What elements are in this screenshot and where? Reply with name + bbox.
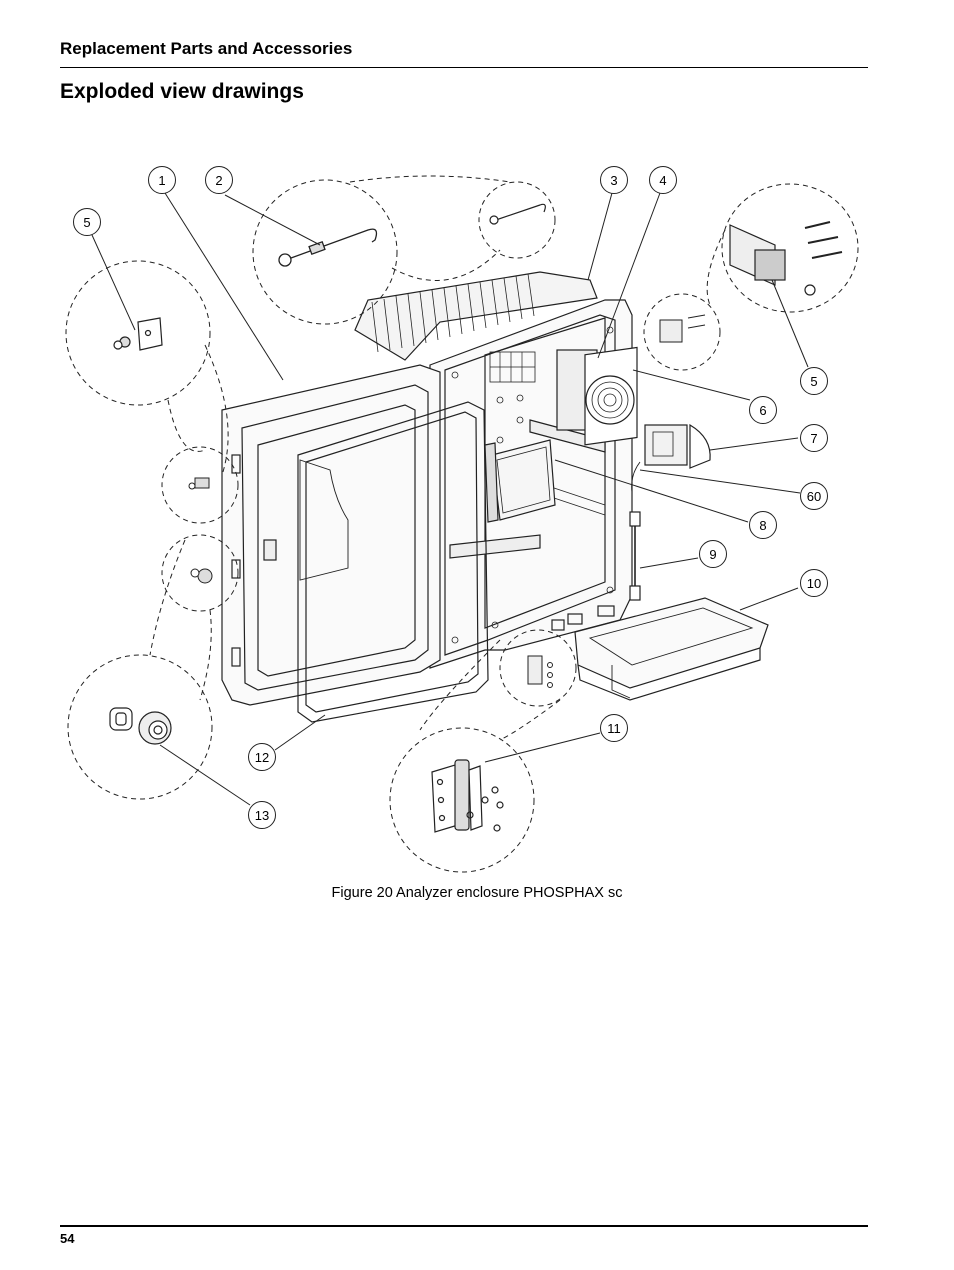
callout-3: 3 — [600, 166, 628, 194]
callout-13-label: 13 — [255, 808, 269, 823]
callout-11: 11 — [600, 714, 628, 742]
callout-1-label: 1 — [158, 173, 165, 188]
callout-2: 2 — [205, 166, 233, 194]
section-title: Exploded view drawings — [60, 80, 304, 103]
callout-60-label: 60 — [807, 489, 821, 504]
latch-clip — [489, 203, 546, 225]
callout-7-label: 7 — [810, 431, 817, 446]
callout-11-label: 11 — [607, 721, 621, 736]
header-rule — [60, 67, 868, 68]
door-screw — [188, 477, 210, 490]
callout-8-label: 8 — [759, 518, 766, 533]
running-header: Replacement Parts and Accessories — [60, 39, 353, 58]
callout-4: 4 — [649, 166, 677, 194]
exploded-view-drawing: 1 2 3 4 5 5 6 7 60 8 9 10 11 12 13 — [65, 166, 859, 873]
callout-13: 13 — [248, 801, 276, 829]
electronics-box — [484, 439, 556, 523]
callout-6: 6 — [749, 396, 777, 424]
callout-8: 8 — [749, 511, 777, 539]
drip-tray — [574, 597, 769, 701]
power-supply — [631, 423, 711, 493]
latch-rod — [278, 228, 378, 267]
callout-5-right: 5 — [800, 367, 828, 395]
callout-5-right-label: 5 — [810, 374, 817, 389]
callout-60: 60 — [800, 482, 828, 510]
small-bracket — [659, 314, 706, 343]
callout-4-label: 4 — [659, 173, 666, 188]
cap — [190, 568, 213, 584]
callout-labels: 1 2 3 4 5 5 6 7 60 8 9 10 11 12 13 — [73, 166, 828, 829]
callout-1: 1 — [148, 166, 176, 194]
callout-12: 12 — [248, 743, 276, 771]
cable-gland — [109, 707, 172, 745]
callout-9: 9 — [699, 540, 727, 568]
callout-10: 10 — [800, 569, 828, 597]
callout-2-label: 2 — [215, 173, 222, 188]
callout-7: 7 — [800, 424, 828, 452]
small-hinge — [527, 655, 553, 688]
callout-6-label: 6 — [759, 403, 766, 418]
cable — [629, 511, 641, 601]
fan — [584, 346, 638, 446]
door-gasket — [297, 401, 489, 723]
callout-10-label: 10 — [807, 576, 821, 591]
bracket-left — [113, 317, 163, 351]
callout-5-left: 5 — [73, 208, 101, 236]
hinge — [431, 759, 504, 833]
bracket-right — [729, 221, 843, 296]
figure-caption: Figure 20 Analyzer enclosure PHOSPHAX sc — [331, 885, 623, 901]
callout-3-label: 3 — [610, 173, 617, 188]
door-frame — [221, 364, 441, 706]
callout-12-label: 12 — [255, 750, 269, 765]
page-number: 54 — [60, 1231, 75, 1246]
callout-5-left-label: 5 — [83, 215, 90, 230]
footer-rule — [60, 1225, 868, 1227]
callout-9-label: 9 — [709, 547, 716, 562]
